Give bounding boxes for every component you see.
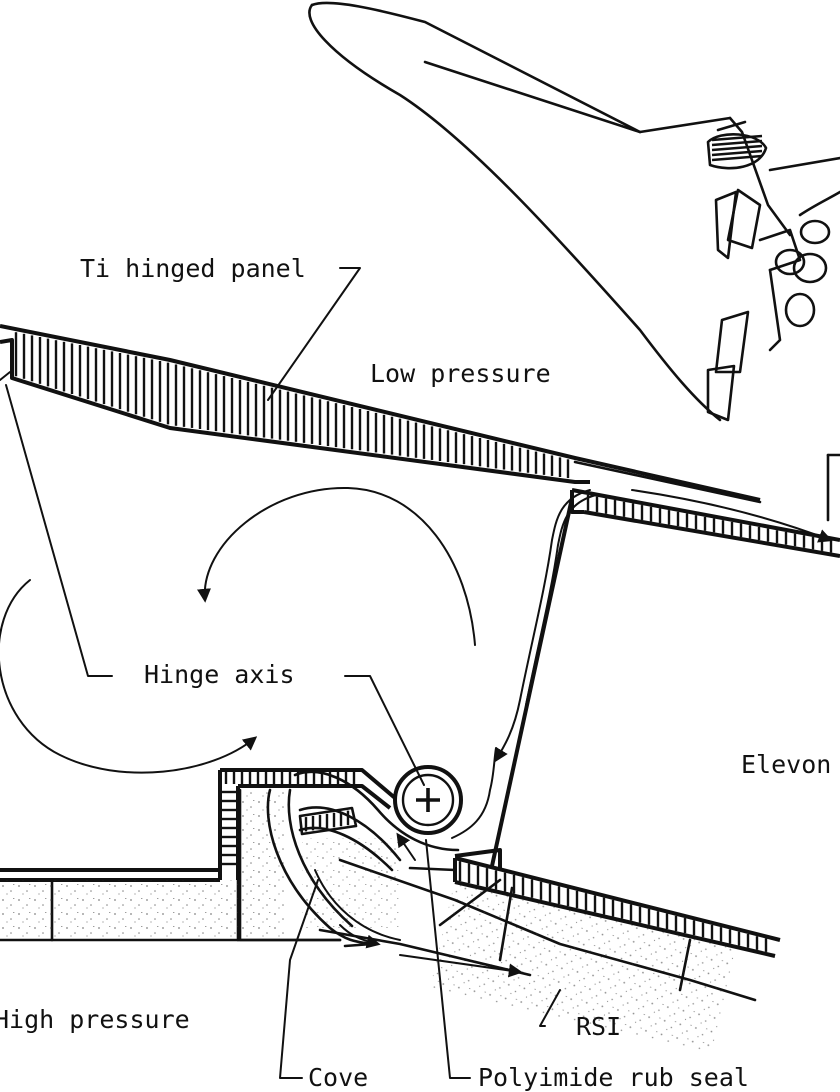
label-ti-hinged-panel: Ti hinged panel [80, 254, 306, 283]
hinge-pin[interactable] [393, 765, 463, 835]
label-cove: Cove [308, 1063, 368, 1092]
label-hinge-axis: Hinge axis [144, 660, 295, 689]
cove-structure [0, 768, 532, 977]
orbiter-hatch-line [711, 144, 763, 152]
orbiter-silhouette [308, 1, 840, 422]
labels-layer: Ti hinged panel Low pressure Hinge axis … [0, 254, 831, 1092]
orbiter-hatch-line [711, 154, 763, 162]
elevon [338, 453, 840, 1053]
flow-arrows [0, 486, 833, 978]
orbiter-hatch-line [711, 139, 763, 147]
ti-hinged-panel [0, 324, 762, 504]
orbiter-hatch-line [711, 149, 763, 157]
label-polyimide-rub-seal: Polyimide rub seal [478, 1063, 749, 1092]
label-low-pressure: Low pressure [370, 359, 551, 388]
label-rsi: RSI [576, 1012, 621, 1041]
leader-lines [0, 267, 561, 1079]
label-high-pressure: High pressure [0, 1005, 190, 1034]
label-elevon: Elevon [741, 750, 831, 779]
